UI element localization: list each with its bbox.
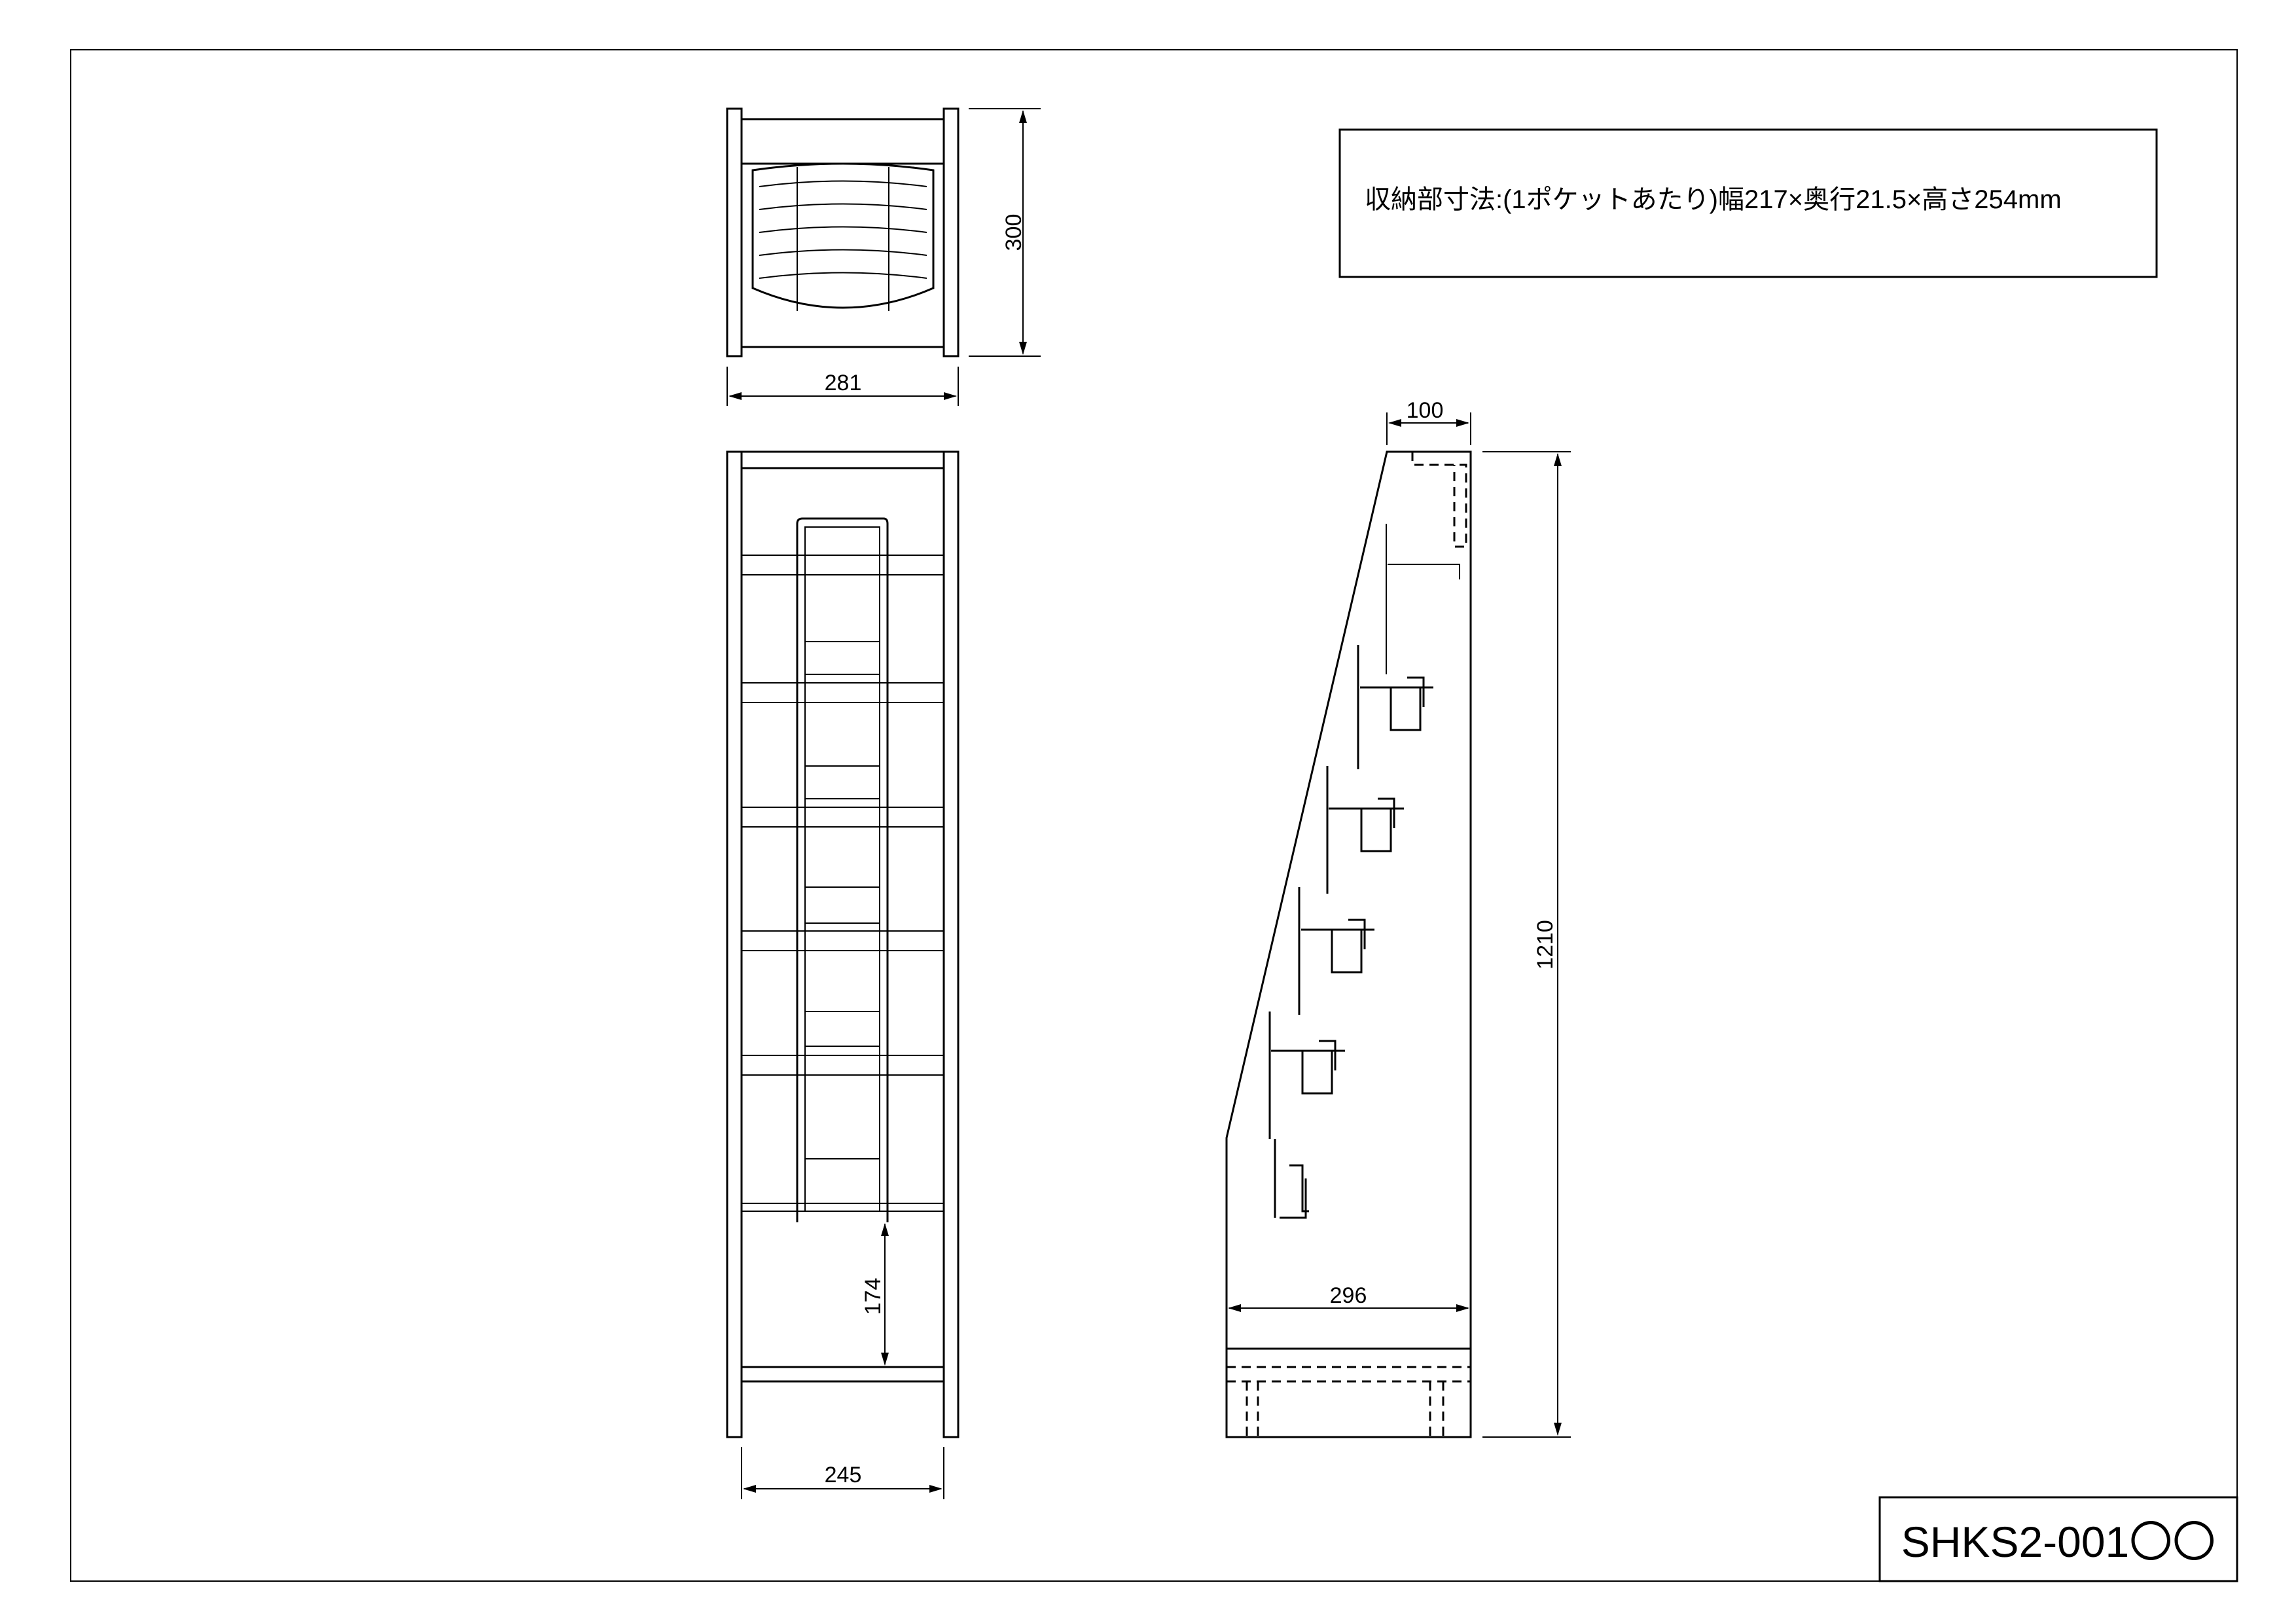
top-view: 300 281 — [726, 107, 1041, 406]
front-view: 174 245 — [726, 450, 960, 1499]
height-dim: 1210 — [1533, 920, 1558, 970]
bottom-clearance-dim: 174 — [861, 1278, 886, 1315]
top-depth-side-dim: 100 — [1407, 398, 1444, 423]
bottom-depth-dim: 296 — [1330, 1283, 1367, 1308]
top-width-dim: 281 — [825, 371, 862, 395]
hooks — [1268, 524, 1460, 1219]
title-block: SHKS2-001〇〇 — [1878, 1496, 2238, 1582]
spec-note-text: 収納部寸法:(1ポケットあたり)幅217×奥行21.5×高さ254mm — [1365, 185, 2062, 214]
sheet-border — [70, 49, 2238, 1582]
inner-width-dim: 245 — [825, 1463, 862, 1487]
side-view: 100 1210 296 — [1225, 398, 1571, 1438]
spec-note-box: 収納部寸法:(1ポケットあたり)幅217×奥行21.5×高さ254mm — [1338, 128, 2158, 278]
top-depth-dim: 300 — [1001, 214, 1026, 251]
drawing-number: SHKS2-001〇〇 — [1901, 1518, 2216, 1566]
